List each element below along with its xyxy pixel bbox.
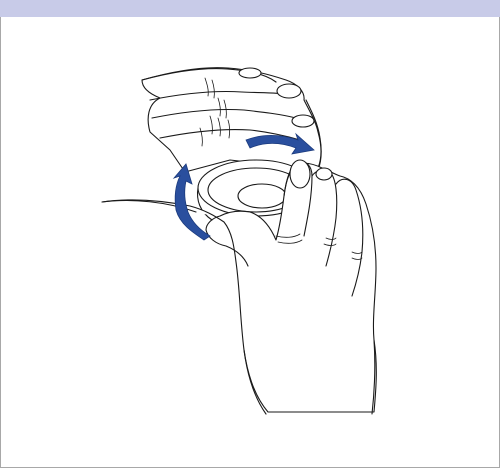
upper-hand [142, 68, 321, 172]
